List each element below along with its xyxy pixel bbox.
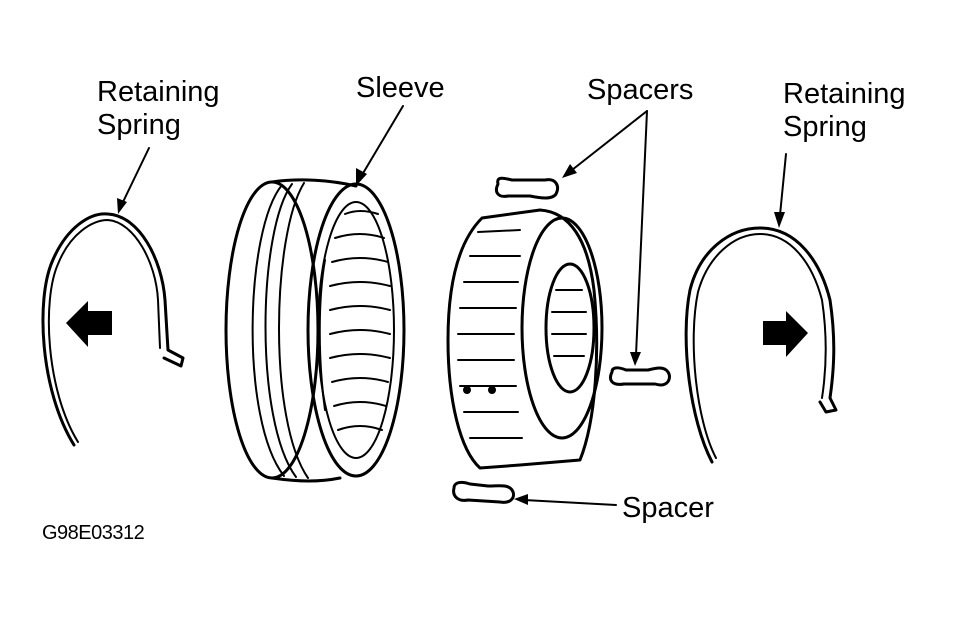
arrow-right-icon xyxy=(763,311,808,357)
spacer-bottom xyxy=(452,480,515,504)
leader-spacer xyxy=(514,494,617,506)
leader-sleeve xyxy=(356,105,404,186)
label-left-retaining-spring: Retaining Spring xyxy=(97,76,220,141)
leader-right-spring xyxy=(774,153,787,228)
label-spacers: Spacers xyxy=(587,74,694,106)
sleeve xyxy=(224,178,406,483)
right-retaining-spring xyxy=(684,226,838,464)
arrow-left-icon xyxy=(66,301,112,347)
spacer-middle xyxy=(609,366,671,387)
spacer-top xyxy=(494,176,560,200)
synchronizer-hub xyxy=(446,208,604,470)
left-retaining-spring xyxy=(41,212,185,447)
label-spacer: Spacer xyxy=(622,492,714,524)
figure-id: G98E03312 xyxy=(42,522,145,544)
leader-left-spring xyxy=(117,147,150,214)
leader-spacers xyxy=(562,110,648,366)
label-sleeve: Sleeve xyxy=(356,72,445,104)
label-right-retaining-spring: Retaining Spring xyxy=(783,78,906,143)
